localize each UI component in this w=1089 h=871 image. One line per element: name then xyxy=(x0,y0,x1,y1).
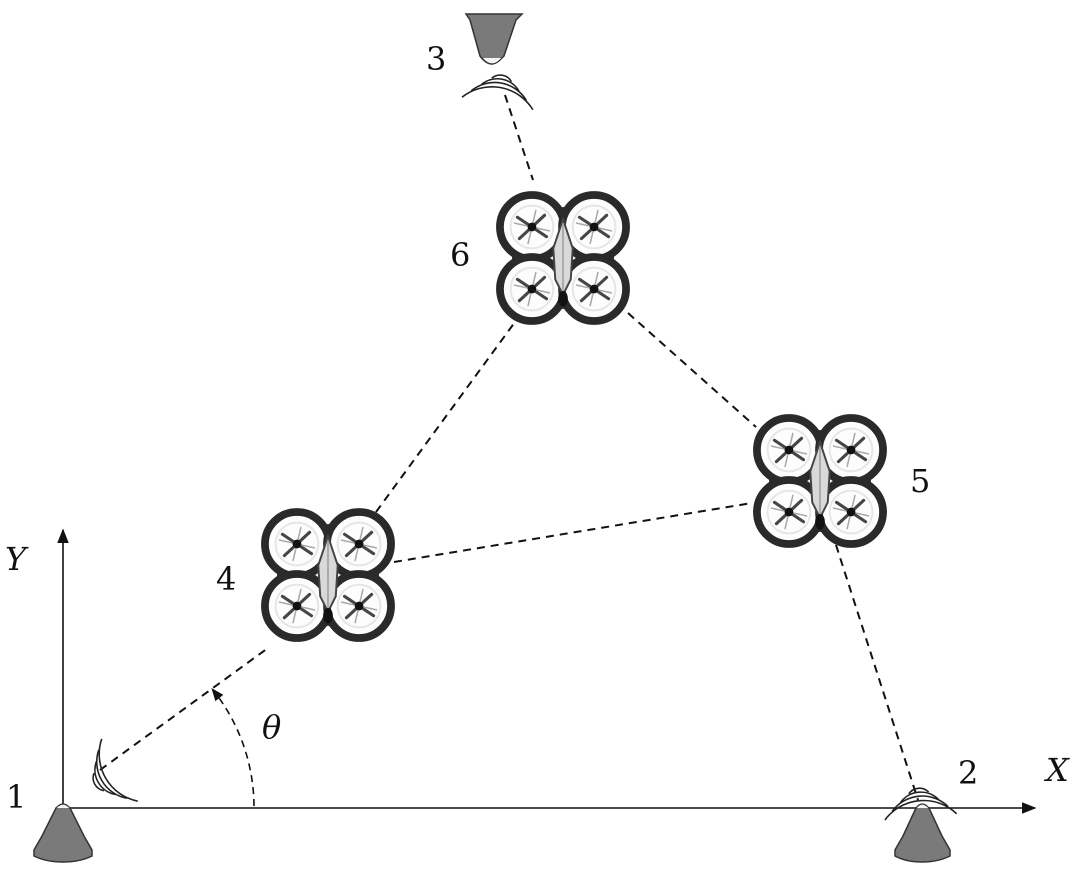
anchor-2-label: 2 xyxy=(958,754,978,792)
link-6-5 xyxy=(627,312,757,428)
drone-4 xyxy=(265,512,391,638)
theta-label: θ xyxy=(262,708,281,746)
y-axis-label: Y xyxy=(5,540,29,578)
link-4-5 xyxy=(393,502,753,563)
x-axis-label: X xyxy=(1043,751,1070,789)
drone-6-label: 6 xyxy=(450,236,470,274)
link-3-6 xyxy=(504,94,534,181)
anchor-1-label: 1 xyxy=(6,778,26,816)
anchor-1 xyxy=(33,738,138,863)
theta-arc xyxy=(211,687,255,807)
drone-6 xyxy=(500,195,626,321)
drone-5-label: 5 xyxy=(910,462,930,500)
anchor-2 xyxy=(884,787,958,863)
drone-5 xyxy=(757,418,883,544)
anchor-3 xyxy=(461,13,534,111)
anchor-3-label: 3 xyxy=(426,40,446,78)
link-4-6 xyxy=(375,321,516,513)
link-1-4 xyxy=(99,647,269,771)
range-links xyxy=(99,94,919,801)
link-5-2 xyxy=(835,544,919,801)
drone-4-label: 4 xyxy=(216,560,236,598)
